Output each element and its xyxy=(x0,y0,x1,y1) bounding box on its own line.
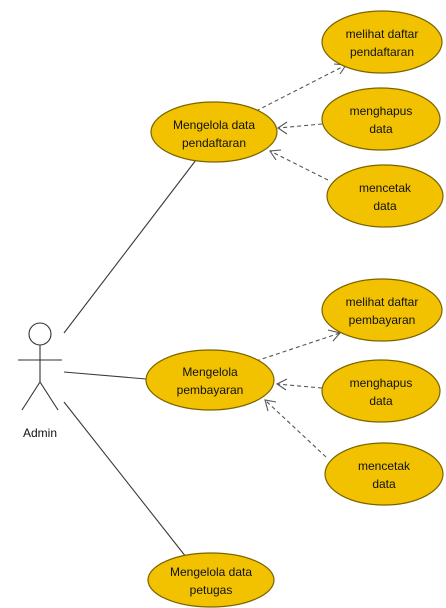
dependency-cetak-pembayaran xyxy=(264,399,327,458)
usecase-mengelola-data-petugas: Mengelola data petugas xyxy=(147,552,275,608)
usecase-label-line2: pembayaran xyxy=(177,383,244,397)
association-line-petugas xyxy=(63,401,191,563)
usecase-melihat-daftar-pendaftaran: melihat daftar pendaftaran xyxy=(321,10,443,74)
usecase-menghapus-data-pendaftaran: menghapus data xyxy=(321,87,441,151)
usecase-label-line2: pendaftaran xyxy=(350,45,414,59)
usecase-label-line1: menghapus xyxy=(350,104,413,118)
usecase-label-line1: Mengelola data xyxy=(170,565,252,579)
usecase-label-line1: Mengelola xyxy=(182,365,238,379)
usecase-label-line2: pembayaran xyxy=(349,313,416,327)
actor-right-leg xyxy=(39,381,59,411)
usecase-label-line2: petugas xyxy=(190,583,233,597)
usecase-label-line1: mencetak xyxy=(358,459,411,473)
dependency-lihat-pembayaran xyxy=(255,329,342,362)
usecase-label-line2: data xyxy=(373,199,397,213)
usecase-label-line1: melihat daftar xyxy=(346,27,419,41)
dependency-cetak-pendaftaran xyxy=(269,149,329,181)
actor-label: Admin xyxy=(23,426,57,440)
usecase-label-line2: data xyxy=(369,394,393,408)
association-line-pendaftaran xyxy=(63,159,197,334)
usecase-label-line1: mencetak xyxy=(359,181,412,195)
usecase-mencetak-data-pembayaran: mencetak data xyxy=(324,442,444,506)
usecase-mengelola-data-pendaftaran: Mengelola data pendaftaran xyxy=(150,101,278,163)
usecase-label-line1: melihat daftar xyxy=(346,295,419,309)
usecase-mengelola-pembayaran: Mengelola pembayaran xyxy=(145,349,275,411)
association-line-pembayaran xyxy=(63,371,147,380)
usecase-label-line2: pendaftaran xyxy=(182,136,246,150)
actor-admin: Admin xyxy=(18,322,62,440)
usecase-label-line1: Mengelola data xyxy=(173,118,255,132)
usecase-label-line2: data xyxy=(372,477,396,491)
usecase-menghapus-data-pembayaran: menghapus data xyxy=(321,359,441,423)
usecase-label-line2: data xyxy=(369,122,393,136)
usecase-label-line1: menghapus xyxy=(350,376,413,390)
usecase-mencetak-data-pendaftaran: mencetak data xyxy=(326,164,444,228)
actor-head xyxy=(28,322,52,346)
actor-left-leg xyxy=(21,381,41,411)
dependency-hapus-pembayaran xyxy=(275,378,323,391)
usecase-melihat-daftar-pembayaran: melihat daftar pembayaran xyxy=(321,278,443,342)
dependency-hapus-pendaftaran xyxy=(277,121,323,135)
